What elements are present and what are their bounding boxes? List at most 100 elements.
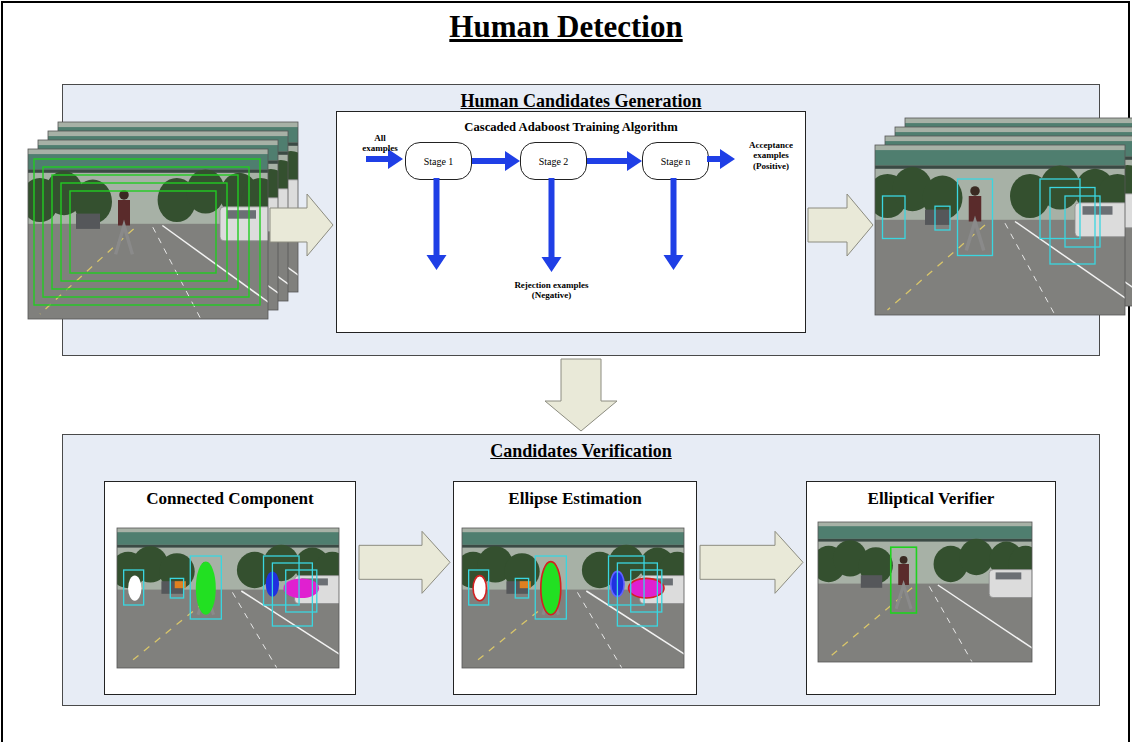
car <box>1075 203 1125 237</box>
detection-box <box>52 175 238 289</box>
blob <box>611 571 624 596</box>
lane-line <box>50 220 144 305</box>
detection-box <box>609 556 645 605</box>
pedestrian-body <box>200 570 211 591</box>
car-window <box>301 578 328 585</box>
car <box>106 187 130 202</box>
photo-border <box>905 118 1132 288</box>
tree <box>1040 165 1080 209</box>
car <box>861 575 882 588</box>
car-window <box>247 192 276 201</box>
tree <box>38 169 69 213</box>
bridge <box>58 127 298 142</box>
bridge <box>895 132 1132 147</box>
tree <box>1108 165 1132 209</box>
bridge <box>462 532 684 545</box>
tree <box>65 153 103 197</box>
step-box: Connected Component <box>104 481 356 695</box>
road <box>818 584 1032 662</box>
lane-line <box>1015 214 1065 306</box>
lane-line <box>1035 204 1132 284</box>
car <box>945 192 970 207</box>
car-window <box>257 183 286 192</box>
tree <box>272 151 298 195</box>
lane-line <box>128 594 215 664</box>
road <box>462 590 684 668</box>
street-photo <box>117 528 339 668</box>
flow-arrow <box>808 194 873 256</box>
tree <box>1085 160 1125 204</box>
street-photo <box>895 127 1132 297</box>
road <box>28 224 268 319</box>
car-window <box>1083 206 1113 215</box>
pedestrian-body <box>138 182 150 208</box>
stage-box: Stage 1 <box>405 142 472 180</box>
lane-line <box>929 586 972 662</box>
car <box>955 183 980 198</box>
pedestrian-head <box>149 163 159 173</box>
lane-line <box>173 209 221 301</box>
detection-box <box>891 547 917 613</box>
tree <box>1105 142 1132 186</box>
detection-box <box>1065 196 1100 247</box>
annotation-label: Rejection examples (Negative) <box>504 280 599 301</box>
street-photo <box>462 528 684 668</box>
detection-box <box>1050 188 1095 265</box>
lane-line <box>172 217 278 297</box>
tree <box>943 158 983 202</box>
tree <box>94 162 132 206</box>
annotation-label: All examples <box>357 133 403 154</box>
pedestrian-legs <box>116 226 133 255</box>
tree <box>1075 169 1115 213</box>
tree <box>28 178 59 222</box>
bridge-beam <box>905 138 1132 141</box>
tree <box>1070 138 1110 182</box>
pedestrian-body <box>545 570 556 591</box>
pedestrian-head <box>139 172 149 182</box>
pedestrian-head <box>980 177 990 187</box>
tree <box>875 174 908 218</box>
tree <box>230 164 268 208</box>
pedestrian-legs <box>966 222 984 251</box>
pedestrian-body <box>898 564 909 585</box>
tree <box>1010 174 1050 218</box>
pedestrian-legs <box>543 591 559 615</box>
tree <box>1095 151 1132 195</box>
pedestrian-body <box>118 200 130 226</box>
tree <box>913 149 953 193</box>
tree <box>1118 156 1132 200</box>
tree <box>959 539 993 575</box>
bridge-beam <box>895 147 1132 150</box>
bridge <box>117 532 339 545</box>
tree <box>252 169 278 213</box>
road <box>895 202 1132 297</box>
tree <box>220 173 258 217</box>
stage-box: Stage 2 <box>520 142 587 180</box>
detection-box <box>43 167 249 297</box>
cascade-arrow <box>707 149 735 169</box>
node-title: Stage 1 <box>421 156 457 167</box>
detection-box <box>883 196 906 239</box>
node-title: Stage n <box>658 156 694 167</box>
detection-box <box>1040 179 1080 239</box>
tree <box>159 553 195 589</box>
car <box>230 198 278 232</box>
street-photo <box>905 118 1132 288</box>
road <box>38 215 278 310</box>
flow-arrow <box>270 194 333 256</box>
bridge <box>28 154 268 169</box>
tree <box>1030 156 1070 200</box>
car <box>161 581 183 594</box>
pedestrian-head <box>990 168 1000 178</box>
lane-line <box>938 585 1032 651</box>
pedestrian-body <box>128 191 140 217</box>
pedestrian-legs <box>896 585 911 609</box>
pedestrian-head <box>129 181 139 191</box>
cascade-arrow <box>427 178 447 270</box>
lane-line <box>1045 195 1132 275</box>
pedestrian-body <box>969 196 982 222</box>
lane-line <box>153 227 201 319</box>
lane-line <box>1025 205 1075 297</box>
pedestrian-body <box>999 169 1012 195</box>
pedestrian-legs <box>198 591 214 615</box>
